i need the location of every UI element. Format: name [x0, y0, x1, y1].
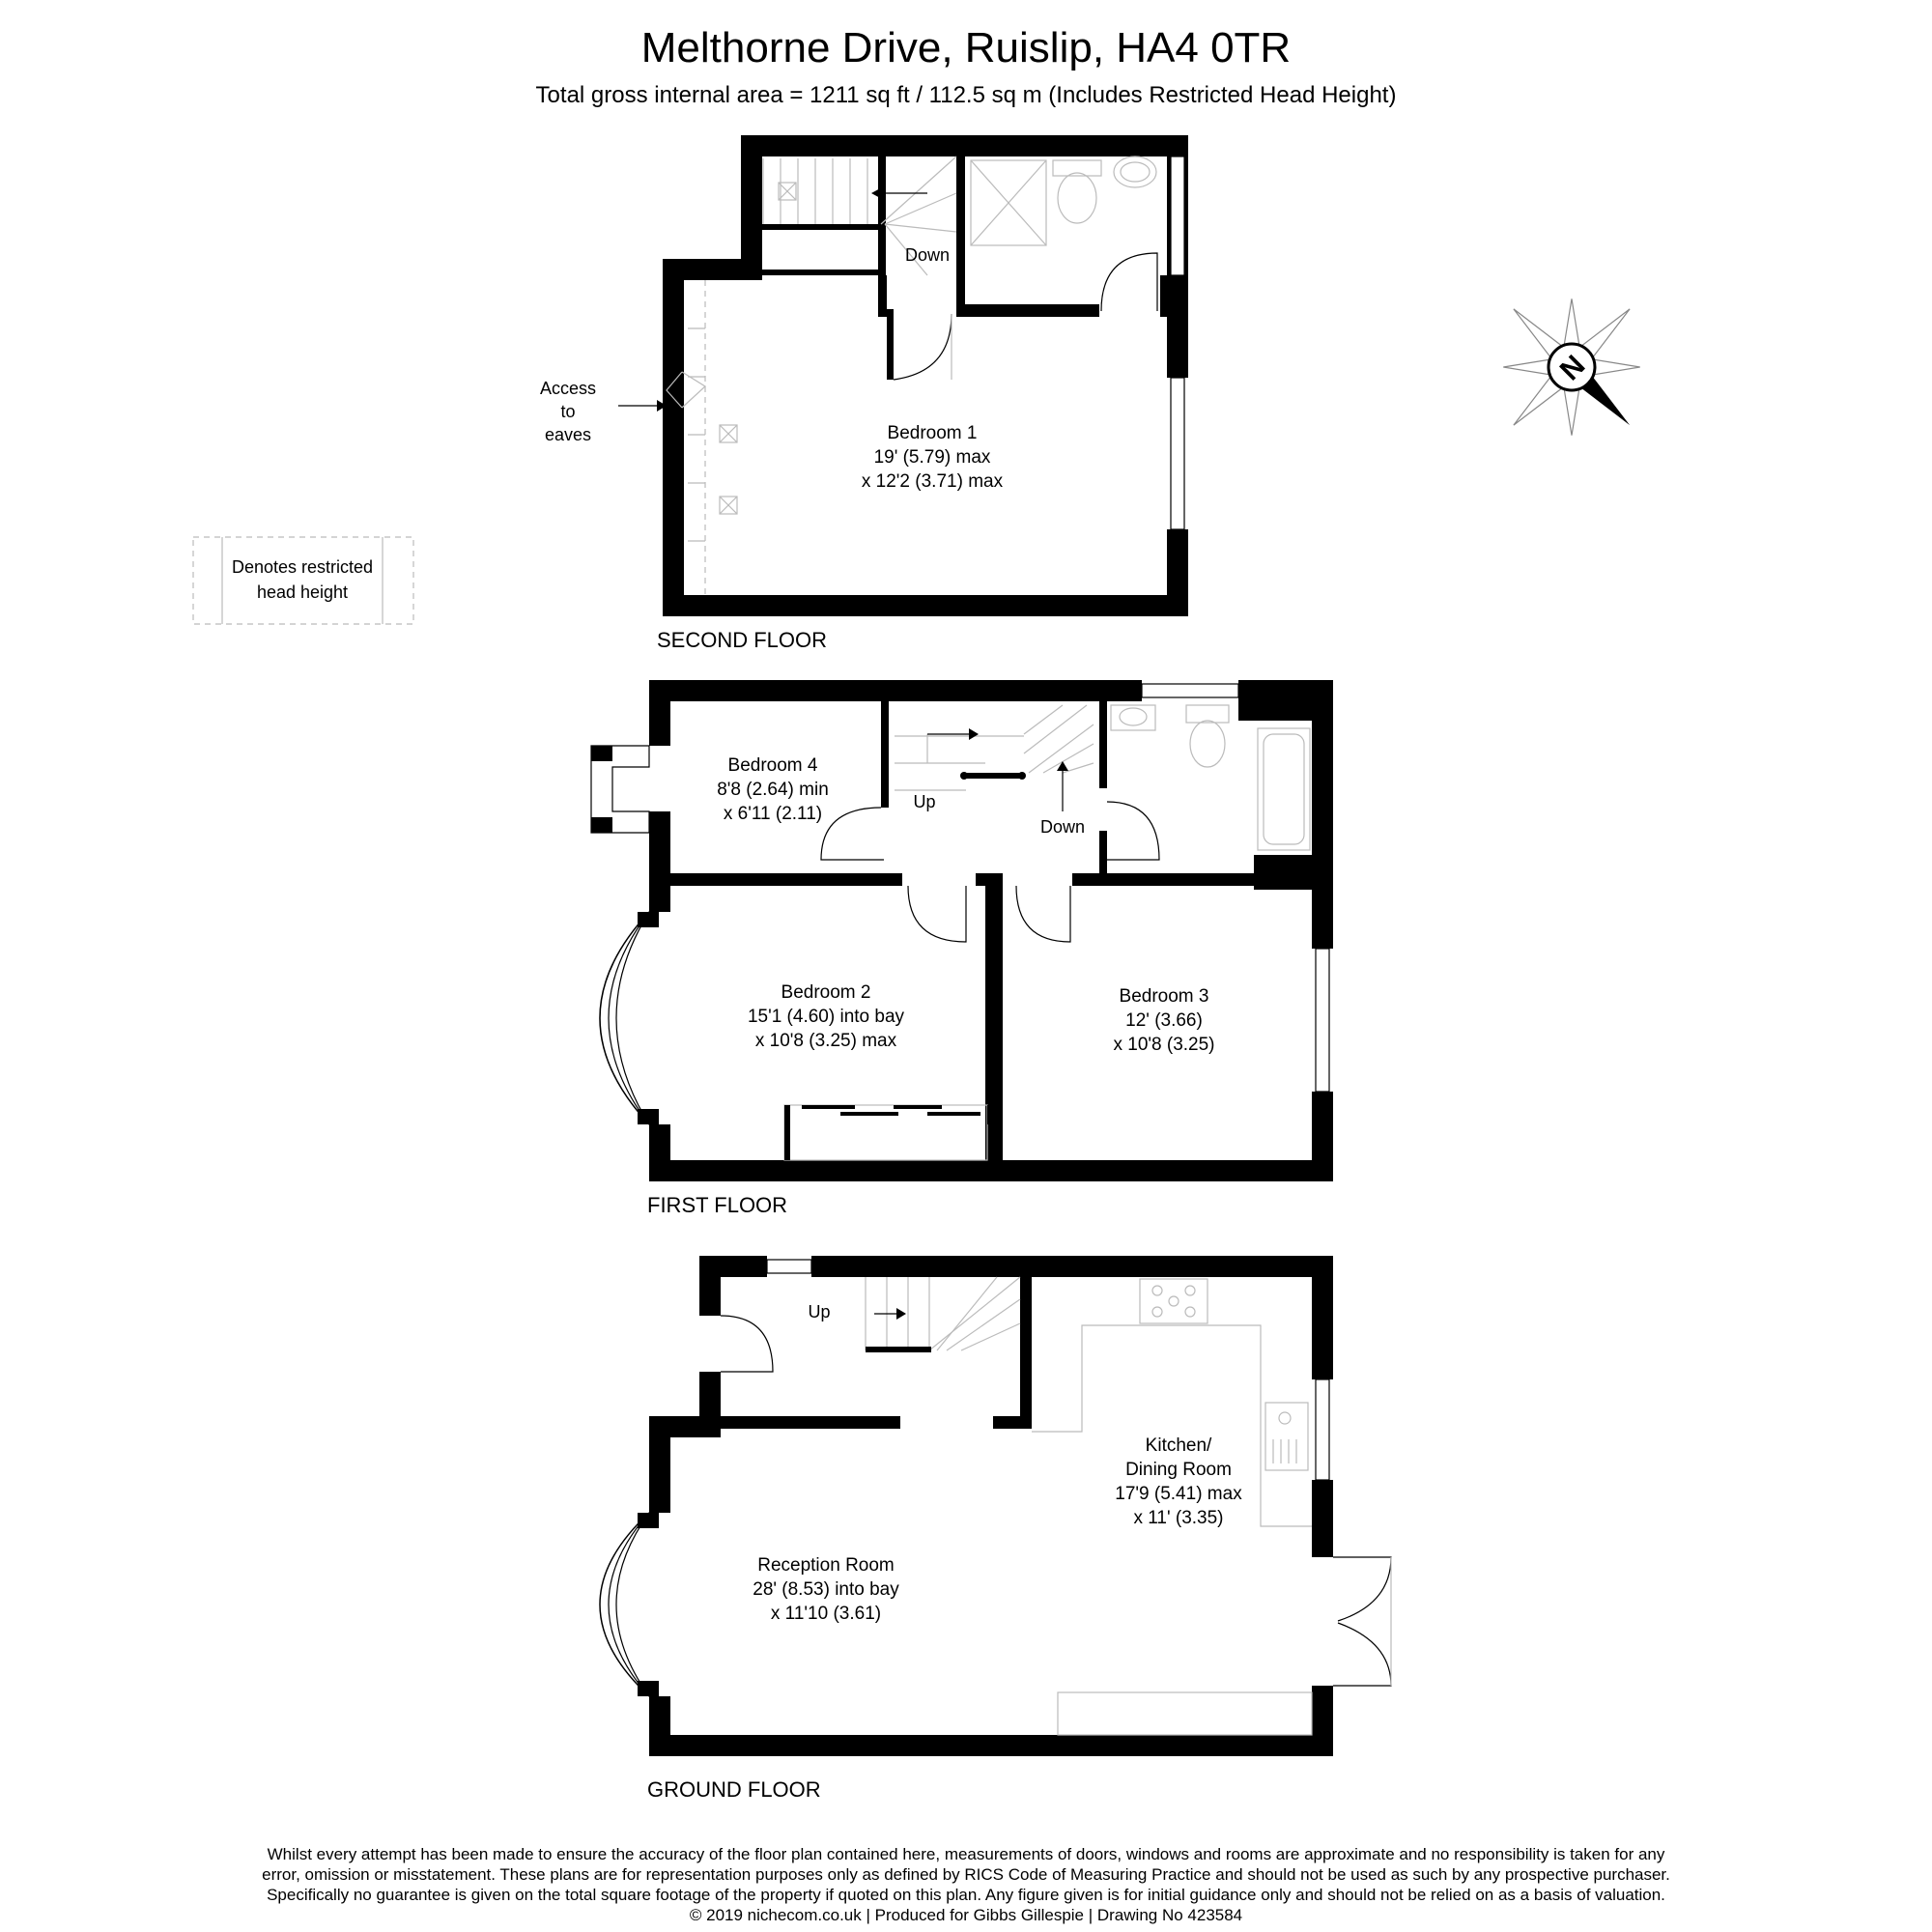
- first-floor-label: FIRST FLOOR: [647, 1193, 787, 1217]
- bath-icon: [1257, 727, 1311, 851]
- window: [1141, 683, 1239, 698]
- door: [1015, 885, 1071, 943]
- disclaimer-line-3: Specifically no guarantee is given on th…: [267, 1886, 1665, 1904]
- patio-door: [1333, 1622, 1392, 1687]
- skylight-icon: [719, 496, 738, 515]
- bedroom-1-size: 19' (5.79) max: [874, 447, 991, 468]
- reception-name: Reception Room: [757, 1555, 895, 1576]
- legend-text-1: Denotes restricted: [232, 557, 373, 577]
- access-note-2: to: [560, 402, 575, 421]
- window: [766, 1259, 812, 1274]
- stairs-up-label: Up: [808, 1302, 830, 1321]
- bedroom-3-size: 12' (3.66): [1125, 1010, 1203, 1031]
- window: [1170, 156, 1185, 276]
- page-title: Melthorne Drive, Ruislip, HA4 0TR: [641, 24, 1291, 71]
- skylight-icon: [719, 424, 738, 443]
- second-floor: Down Access to eaves: [540, 135, 1188, 652]
- disclaimer-line-2: error, omission or misstatement. These p…: [262, 1865, 1670, 1884]
- bedroom-3-name: Bedroom 3: [1120, 986, 1209, 1007]
- total-area: Total gross internal area = 1211 sq ft /…: [536, 82, 1397, 108]
- kitchen-size: 17'9 (5.41) max: [1115, 1484, 1242, 1504]
- legend-box: [192, 536, 414, 625]
- stairs-down-label: Down: [1040, 817, 1085, 837]
- reception-size-2: x 11'10 (3.61): [771, 1604, 881, 1624]
- kitchen-worktop: [1032, 1324, 1312, 1527]
- access-note-3: eaves: [545, 425, 591, 444]
- window: [1315, 948, 1330, 1093]
- shower-icon: [970, 159, 1047, 246]
- window: [1315, 1378, 1330, 1481]
- bedroom-4-name: Bedroom 4: [728, 755, 818, 776]
- ground-floor: Up Kitchen/ Dining Room 17'9 (5.41) max …: [599, 1256, 1392, 1802]
- ground-floor-label: GROUND FLOOR: [647, 1777, 821, 1802]
- door: [1106, 801, 1160, 861]
- door: [893, 313, 952, 381]
- sink-icon: [1264, 1402, 1309, 1471]
- toilet-icon: [1057, 172, 1097, 224]
- door: [1100, 252, 1158, 312]
- bedroom-4-size: 8'8 (2.64) min: [717, 780, 829, 800]
- bedroom-4-size-2: x 6'11 (2.11): [724, 804, 822, 824]
- disclaimer-line-1: Whilst every attempt has been made to en…: [268, 1845, 1665, 1863]
- disclaimer: Whilst every attempt has been made to en…: [262, 1845, 1670, 1924]
- arrow-icon: [657, 400, 667, 412]
- built-in-unit: [1057, 1691, 1313, 1736]
- reception-size: 28' (8.53) into bay: [753, 1579, 899, 1600]
- stairs-arrow-icon: [871, 187, 882, 199]
- copyright-line: © 2019 nichecom.co.uk | Produced for Gib…: [690, 1906, 1242, 1924]
- bedroom-3-size-2: x 10'8 (3.25): [1113, 1035, 1214, 1055]
- front-door: [720, 1315, 774, 1373]
- toilet-icon: [1189, 720, 1226, 768]
- window: [1170, 377, 1185, 530]
- basin-icon: [1113, 156, 1157, 188]
- door: [820, 807, 884, 861]
- bedroom-1-size-2: x 12'2 (3.71) max: [862, 471, 1004, 492]
- kitchen-size-2: x 11' (3.35): [1133, 1508, 1223, 1528]
- bedroom-2-size: 15'1 (4.60) into bay: [748, 1007, 905, 1027]
- compass-icon: N: [1503, 298, 1640, 436]
- kitchen-name: Kitchen/: [1146, 1435, 1212, 1456]
- bedroom-1-name: Bedroom 1: [888, 423, 978, 443]
- bedroom-2-name: Bedroom 2: [781, 982, 871, 1003]
- patio-door: [1333, 1556, 1392, 1622]
- kitchen-name-2: Dining Room: [1125, 1460, 1232, 1480]
- legend-text-2: head height: [257, 582, 348, 602]
- first-floor: Up Down Bedroom 4 8'8 (2.64) min x 6'11 …: [590, 680, 1333, 1217]
- stairs-up-label: Up: [913, 792, 935, 811]
- access-note-1: Access: [540, 379, 596, 398]
- stairs-arrow-icon: [1057, 761, 1068, 771]
- stairs-arrow-icon: [896, 1308, 906, 1320]
- door: [907, 885, 967, 943]
- restricted-height-legend: Denotes restricted head height: [192, 536, 414, 625]
- bedroom-2-size-2: x 10'8 (3.25) max: [755, 1031, 897, 1051]
- basin-icon: [1110, 704, 1156, 731]
- second-floor-label: SECOND FLOOR: [657, 628, 827, 652]
- stairs-arrow-icon: [969, 728, 979, 740]
- stairs-down-label: Down: [905, 245, 950, 265]
- hob-icon: [1139, 1278, 1208, 1324]
